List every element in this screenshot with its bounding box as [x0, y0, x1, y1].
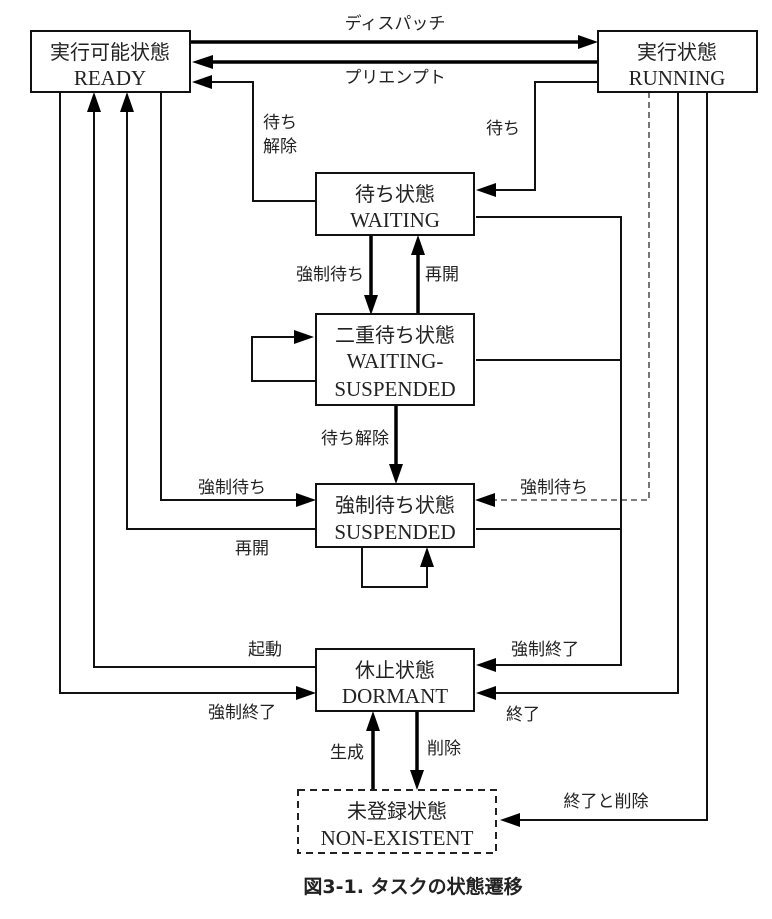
terminate-from-waiting-line: [476, 216, 622, 666]
suspend-from-waiting-arrowhead: [364, 295, 378, 315]
preempt-arrowhead: [192, 55, 213, 69]
exit-line: [496, 92, 679, 694]
state-waiting-suspended-en1: WAITING-: [347, 349, 444, 373]
create-arrowhead: [366, 711, 380, 731]
terminate-from-ready-line: [59, 92, 296, 694]
state-non-existent-en: NON-EXISTENT: [321, 826, 474, 850]
state-suspended-jp: 強制待ち状態: [335, 493, 455, 517]
label-terminate-from-waiting: 強制終了: [511, 640, 579, 660]
exit-and-delete-line: [520, 92, 708, 821]
suspended-self-loop: [361, 547, 428, 588]
label-dispatch: ディスパッチ: [345, 13, 446, 34]
label-resume-to-waiting: 再開: [425, 265, 459, 285]
exit-arrowhead: [476, 686, 496, 700]
resume-to-ready-line: [126, 112, 316, 530]
label-terminate-from-ready: 強制終了: [208, 703, 276, 723]
label-delete: 削除: [427, 739, 461, 759]
state-running-en: RUNNING: [629, 66, 726, 90]
state-non-existent-jp: 未登録状態: [347, 799, 447, 823]
state-waiting-suspended: 二重待ち状態 WAITING- SUSPENDED: [315, 313, 475, 406]
dispatch-arrowhead: [578, 35, 598, 49]
state-running: 実行状態 RUNNING: [597, 30, 758, 93]
suspend-from-ready-arrowhead: [296, 493, 316, 507]
terminate-from-waiting-arrowhead: [476, 658, 496, 672]
waiting-suspended-self-loop-arrowhead: [294, 330, 314, 344]
state-dormant-jp: 休止状態: [355, 658, 435, 682]
terminate-from-ready-arrowhead: [296, 686, 316, 700]
label-release-wait-to-suspended: 待ち解除: [321, 429, 389, 449]
state-dormant-en: DORMANT: [342, 684, 448, 708]
label-release-wait-line2: 解除: [263, 137, 297, 157]
state-ready-jp: 実行可能状態: [50, 40, 170, 64]
delete-arrowhead: [410, 770, 424, 790]
suspended-self-loop-arrowhead: [420, 547, 434, 567]
label-create: 生成: [330, 743, 364, 763]
figure-caption: 図3-1. タスクの状態遷移: [303, 875, 522, 898]
label-suspend-from-waiting: 強制待ち: [296, 265, 364, 285]
state-non-existent: 未登録状態 NON-EXISTENT: [297, 789, 497, 854]
state-waiting-en: WAITING: [350, 208, 440, 232]
exit-and-delete-arrowhead: [500, 813, 520, 827]
label-resume-to-ready: 再開: [235, 539, 269, 559]
resume-to-ready-arrowhead: [120, 92, 134, 112]
label-exit: 終了: [506, 705, 540, 725]
release-wait-arrowhead: [192, 75, 212, 89]
start-arrowhead: [87, 92, 101, 112]
waiting-suspended-self-loop: [251, 336, 316, 382]
state-suspended: 強制待ち状態 SUSPENDED: [315, 483, 475, 548]
state-ready: 実行可能状態 READY: [30, 30, 191, 93]
suspend-from-running-arrowhead: [475, 493, 495, 507]
label-exit-and-delete: 終了と削除: [564, 792, 649, 812]
release-wait-line: [212, 81, 316, 202]
wait-arrowhead: [476, 183, 496, 197]
state-waiting-jp: 待ち状態: [355, 182, 435, 206]
label-suspend-from-ready: 強制待ち: [198, 478, 266, 498]
start-line: [93, 112, 316, 668]
state-waiting: 待ち状態 WAITING: [315, 172, 475, 236]
suspend-from-running-line: [494, 92, 650, 501]
state-waiting-suspended-en2: SUSPENDED: [334, 377, 455, 401]
state-dormant: 休止状態 DORMANT: [315, 648, 475, 712]
state-ready-en: READY: [74, 66, 146, 90]
resume-to-waiting-arrowhead: [411, 235, 425, 255]
state-suspended-en: SUSPENDED: [334, 520, 455, 544]
release-wait-to-suspended-arrowhead: [389, 464, 403, 484]
state-running-jp: 実行状態: [637, 40, 717, 64]
wait-line: [496, 81, 598, 191]
label-release-wait-line1: 待ち: [263, 113, 297, 133]
label-wait: 待ち: [486, 119, 520, 139]
label-suspend-from-running: 強制待ち: [520, 478, 588, 498]
state-waiting-suspended-jp: 二重待ち状態: [335, 323, 455, 347]
label-start: 起動: [248, 640, 282, 660]
label-preempt: プリエンプト: [344, 68, 446, 88]
suspend-from-ready-line: [160, 92, 296, 501]
